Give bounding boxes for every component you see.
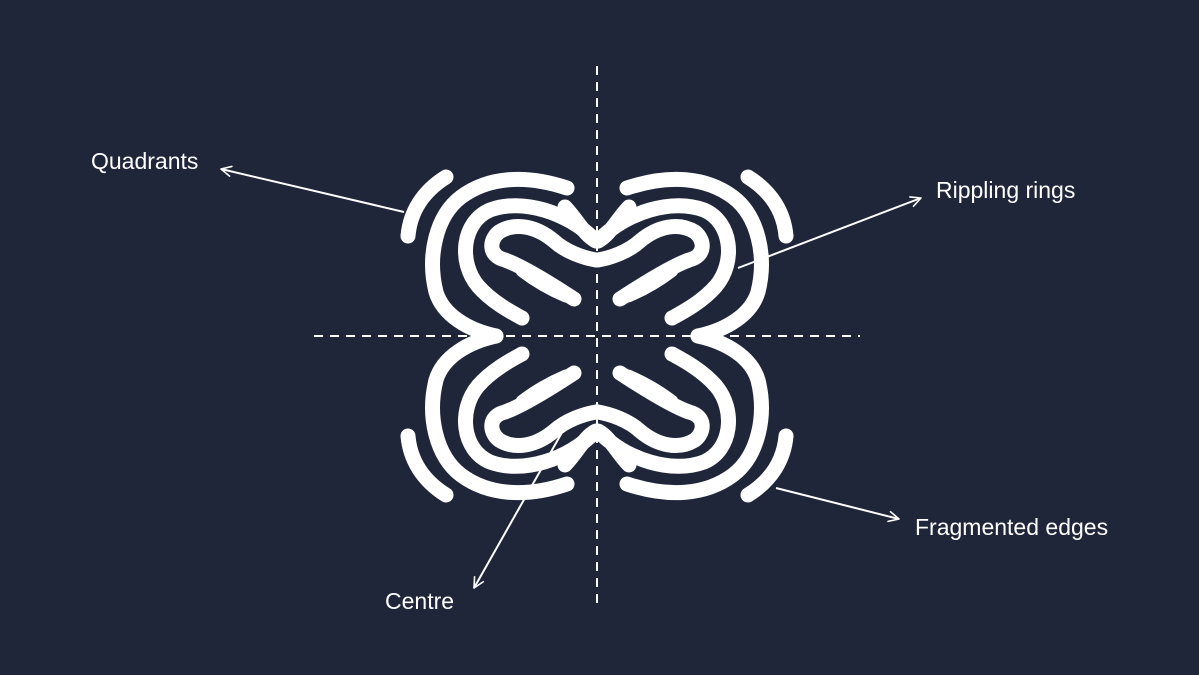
callout-label-quadrants: Quadrants — [91, 148, 199, 174]
ring-middle — [458, 198, 604, 326]
callout-arrow-rippling-rings — [737, 196, 922, 269]
callout-label-fragmented-edges: Fragmented edges — [915, 514, 1109, 540]
fragmented-edge-arc — [400, 169, 454, 244]
callout-label-rippling-rings: Rippling rings — [936, 177, 1076, 203]
callout-arrow-fragmented-edges — [775, 487, 900, 523]
ring-outer — [425, 171, 575, 344]
quadrant-top-left — [400, 169, 604, 344]
logo-mark — [400, 169, 786, 495]
callout-label-centre: Centre — [385, 588, 455, 614]
callout-arrow-quadrants — [220, 165, 405, 213]
ring-core — [515, 262, 574, 303]
callout-arrow-centre — [473, 412, 574, 589]
